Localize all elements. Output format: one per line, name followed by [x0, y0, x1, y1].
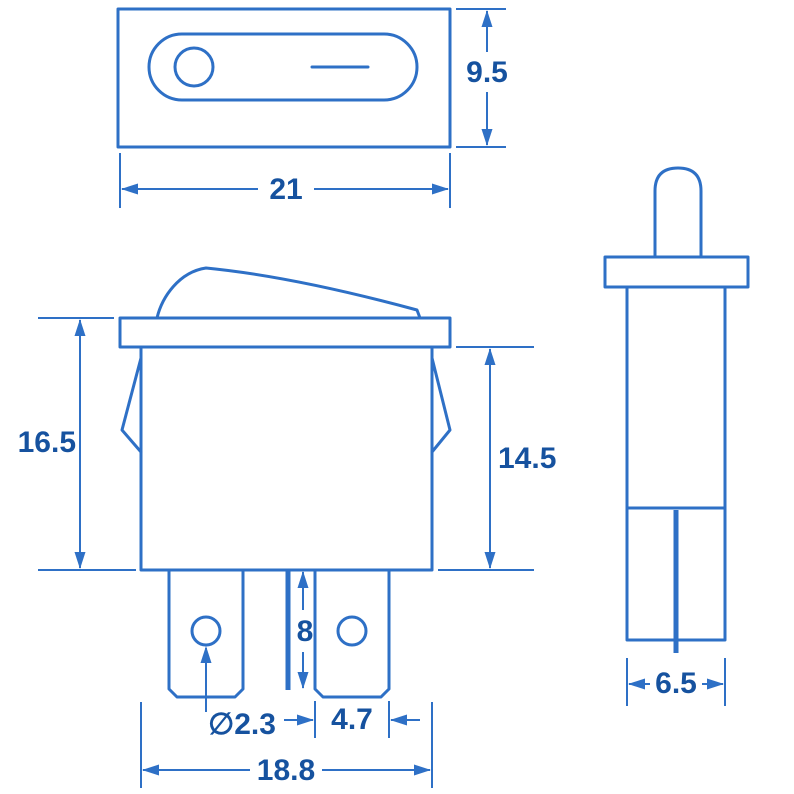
- side-view: [603, 166, 750, 653]
- dimension-terminal-hole-diameter: ∅2.3: [200, 646, 276, 741]
- mounting-flange-outline: [118, 316, 452, 349]
- arrowhead-up-icon: [484, 348, 496, 365]
- arrowhead-left-icon: [121, 183, 138, 195]
- right-terminal-outline: [313, 568, 391, 699]
- left-terminal-hole: [190, 615, 222, 647]
- dimension-side-body-depth: 6.5: [626, 658, 726, 706]
- arrowhead-up-icon: [297, 571, 309, 588]
- arrowhead-right-icon: [707, 678, 724, 690]
- arrowhead-left-icon: [628, 678, 645, 690]
- dimension-label: 16.5: [18, 426, 76, 459]
- dimension-top-view-height: 9.5: [456, 8, 508, 148]
- dimension-front-overall-height: 16.5: [18, 317, 136, 571]
- arrowhead-up-icon: [481, 10, 493, 27]
- rocker-actuator-outline: [155, 266, 422, 320]
- right-terminal-hole: [336, 615, 368, 647]
- top-view-outline: [116, 7, 452, 149]
- dimension-label: 6.5: [655, 667, 697, 700]
- rocker-indicator-circle: [173, 46, 215, 88]
- top-view: [116, 7, 452, 149]
- dimension-label: 8: [297, 615, 314, 648]
- dimension-top-view-width: 21: [119, 153, 451, 208]
- side-flange-outline: [603, 255, 750, 289]
- dimension-front-body-width: 18.8: [140, 702, 433, 788]
- arrowhead-up-icon: [74, 319, 86, 336]
- arrowhead-right-icon: [432, 183, 449, 195]
- dimension-label: 21: [269, 173, 302, 206]
- dimension-label: 14.5: [498, 442, 556, 475]
- side-rocker-outline: [653, 166, 703, 259]
- arrowhead-down-icon: [297, 672, 309, 689]
- arrowhead-left-icon: [390, 714, 407, 726]
- dimension-terminal-width: 4.7: [284, 701, 420, 738]
- dimension-terminal-length: 8: [297, 571, 314, 689]
- arrowhead-down-icon: [484, 552, 496, 569]
- arrowhead-right-icon: [297, 714, 314, 726]
- dimension-label: 9.5: [466, 56, 508, 89]
- right-snap-clip: [430, 356, 452, 454]
- dimension-label: 4.7: [331, 703, 373, 736]
- switch-body-outline: [139, 345, 434, 572]
- dimension-label: 18.8: [257, 754, 315, 787]
- arrowhead-down-icon: [74, 552, 86, 569]
- rocker-slot-outline: [147, 32, 419, 102]
- dimension-label: ∅2.3: [208, 708, 276, 741]
- arrowhead-up-icon: [200, 646, 212, 663]
- left-snap-clip: [120, 356, 143, 454]
- dimension-front-body-height: 14.5: [438, 346, 556, 571]
- arrowhead-left-icon: [142, 764, 159, 776]
- arrowhead-right-icon: [414, 764, 431, 776]
- arrowhead-down-icon: [481, 129, 493, 146]
- front-view: [118, 266, 452, 699]
